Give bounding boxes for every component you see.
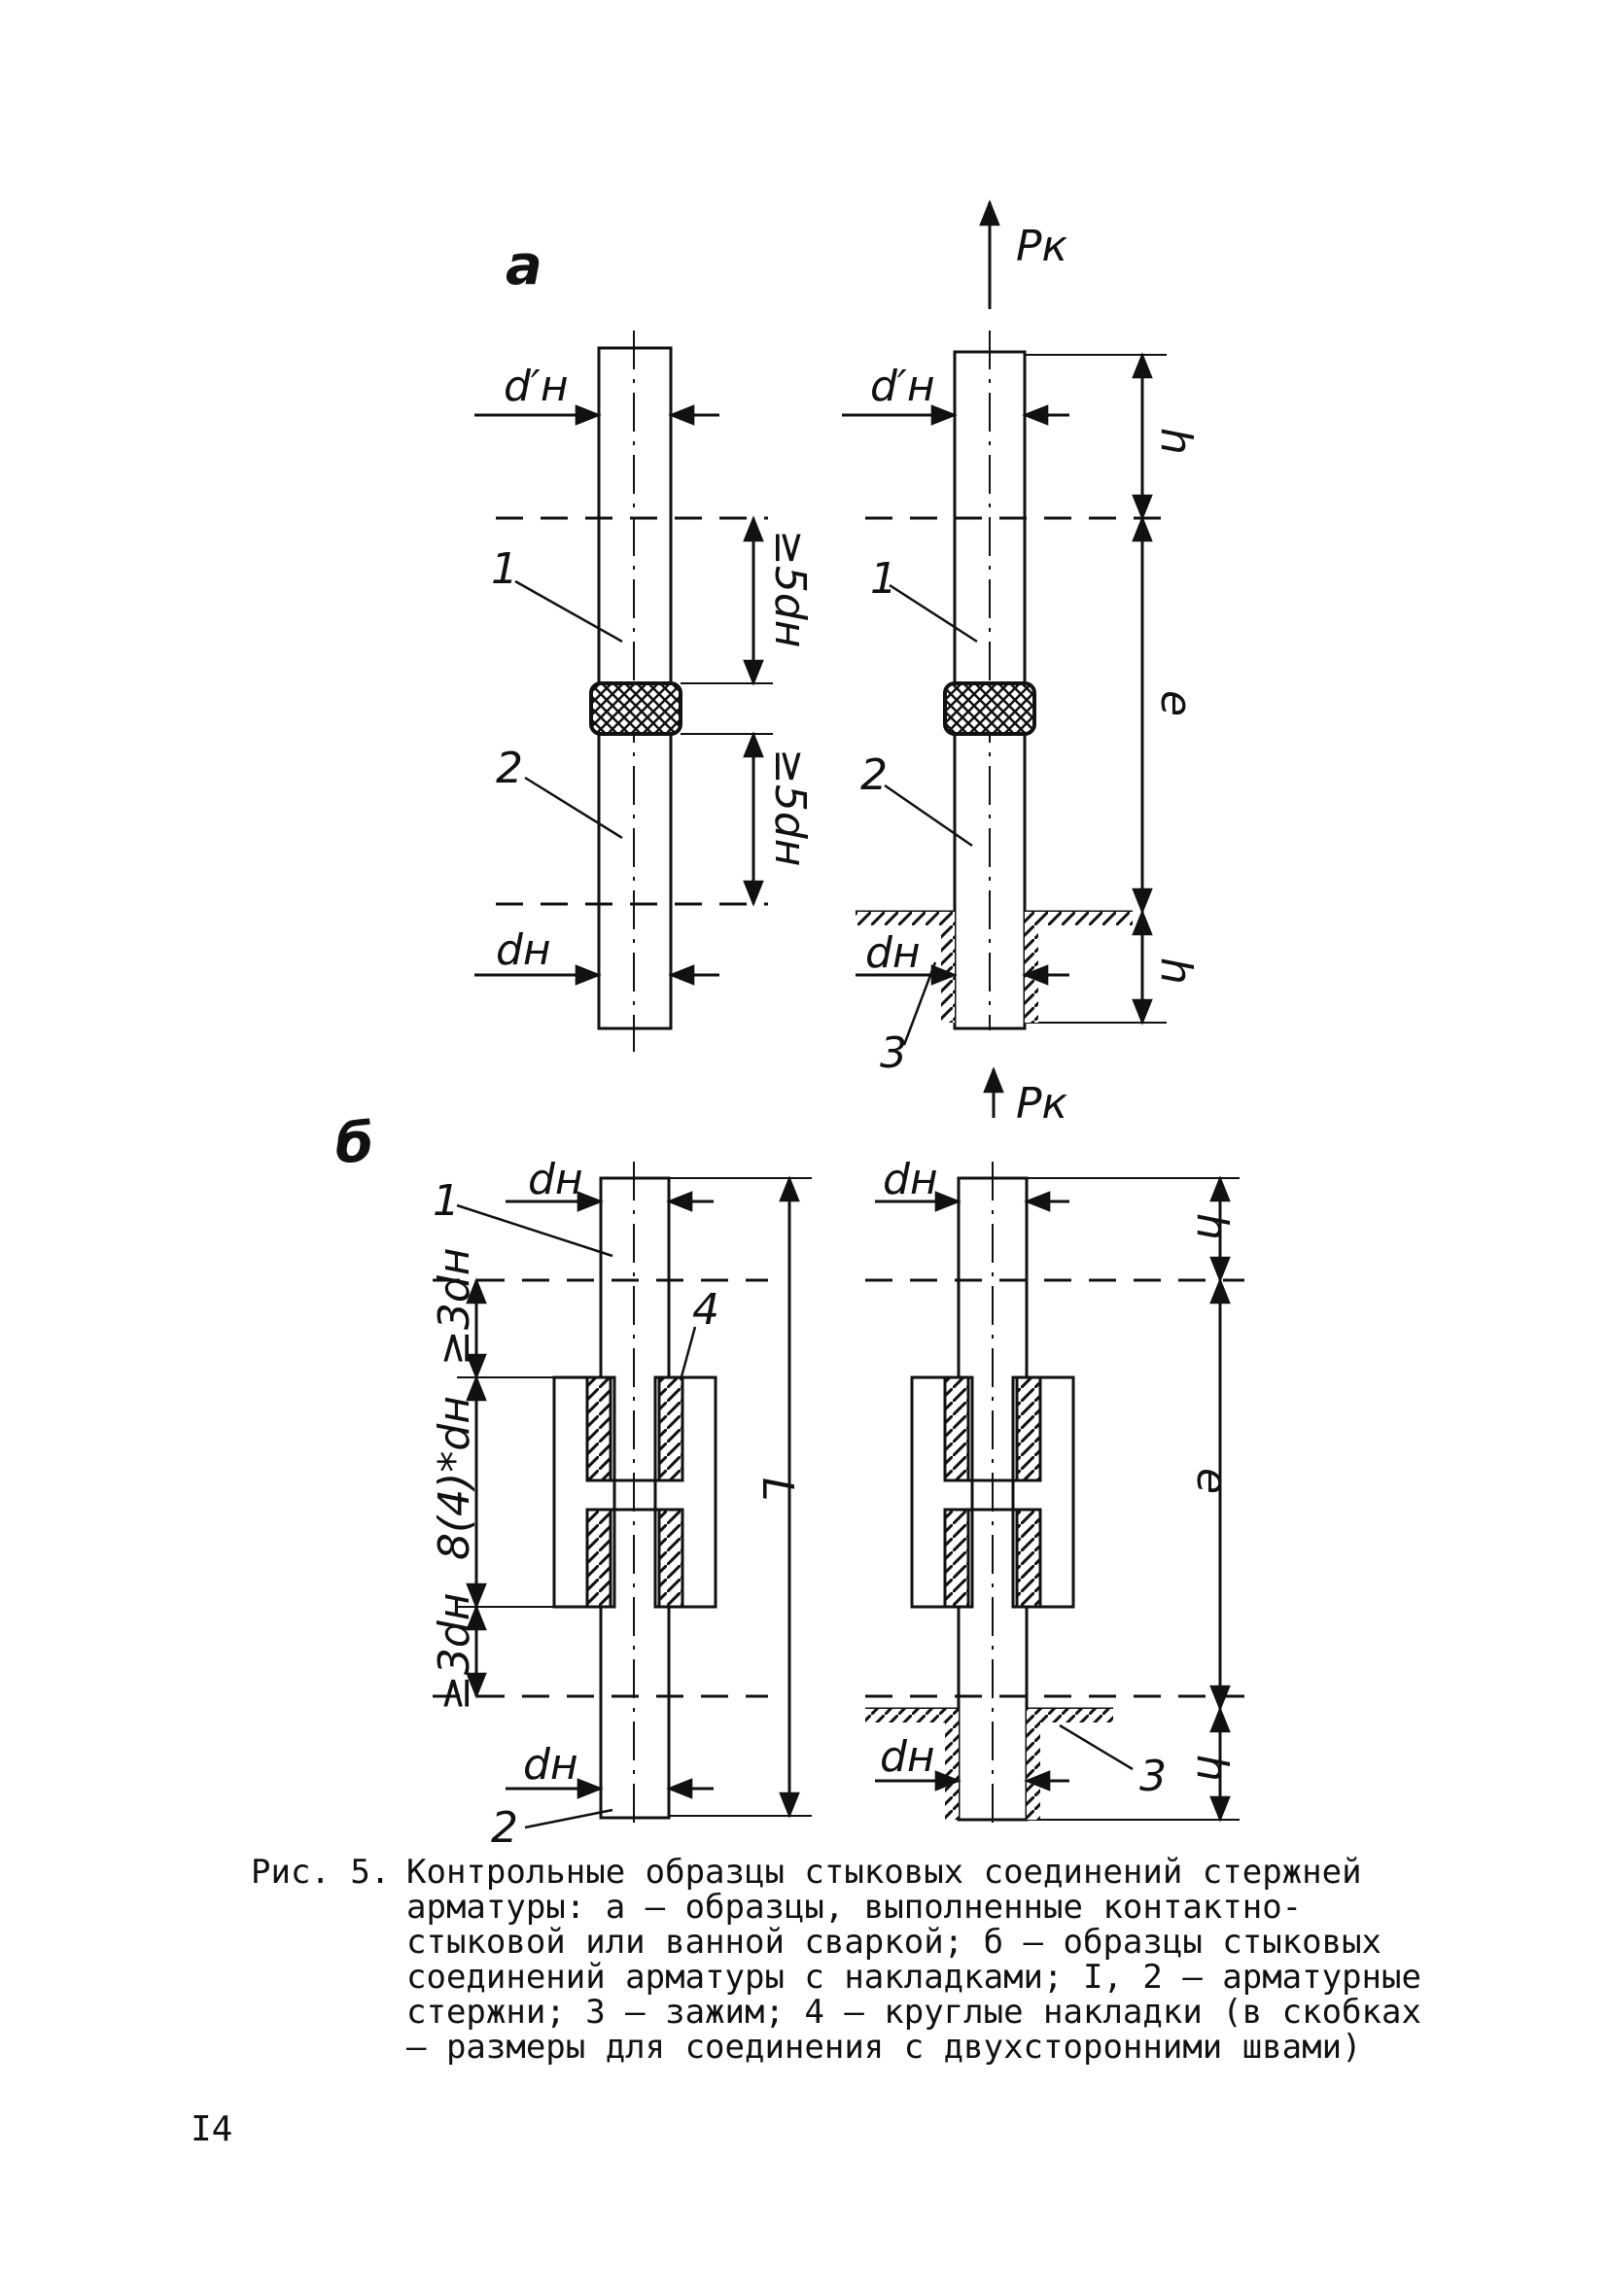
specimen-b-right <box>865 1066 1244 1827</box>
label-1-a-left: 1 <box>491 544 518 594</box>
page-number: I4 <box>191 2109 233 2149</box>
label-ge3d-upper: ≥3dн <box>430 1247 479 1366</box>
label-4-b-left: 4 <box>692 1285 719 1335</box>
label-d-a-right: dн <box>865 928 921 978</box>
label-d-b-left-top: dн <box>528 1155 583 1204</box>
panel-label-b: б <box>335 1112 373 1175</box>
label-h-b-top: h <box>1187 1213 1237 1240</box>
caption-body: Контрольные образцы стыковых соединений … <box>406 1853 1442 2067</box>
label-1-b-left: 1 <box>433 1176 460 1226</box>
label-2-a-right: 2 <box>860 750 888 800</box>
label-L: L <box>752 1478 802 1502</box>
label-h-a-top: h <box>1151 428 1201 455</box>
label-3-a-right: 3 <box>880 1028 907 1078</box>
force-label-b: Pк <box>1016 1079 1068 1129</box>
label-ge3d-lower: ≥3dн <box>430 1592 479 1711</box>
label-d-a-left: dн <box>496 925 551 975</box>
label-ge5d-lower: ≥5dн <box>765 748 815 867</box>
label-l-b: e <box>1187 1468 1237 1494</box>
label-1-a-right: 1 <box>870 554 897 604</box>
weld-joint-a-right <box>943 681 1036 736</box>
specimen-a-left <box>474 330 773 1052</box>
label-2-a-left: 2 <box>496 744 523 793</box>
label-l-a: e <box>1151 690 1201 716</box>
panel-label-a: а <box>506 234 542 297</box>
label-2-b-left: 2 <box>491 1803 518 1853</box>
label-3-b-right: 3 <box>1139 1752 1167 1801</box>
label-d-prime-a-right: d′н <box>870 362 935 411</box>
weld-joint-a-left <box>589 681 682 736</box>
label-d-prime-a-left: d′н <box>504 362 569 411</box>
caption-head: Рис. 5. <box>251 1853 391 1892</box>
label-d-b-right-top: dн <box>883 1155 938 1204</box>
label-d-b-left-bottom: dн <box>523 1740 578 1790</box>
label-h-b-bottom: h <box>1187 1755 1237 1782</box>
specimen-a-right <box>842 199 1167 1046</box>
label-ge5d-upper: ≥5dн <box>765 530 815 648</box>
label-lap-length: 8(4)*dн <box>430 1396 479 1560</box>
label-d-b-right-bottom: dн <box>880 1732 935 1782</box>
specimen-b-left <box>433 1162 812 1829</box>
force-label-a: Pк <box>1016 222 1068 271</box>
label-h-a-bottom: h <box>1151 957 1201 985</box>
